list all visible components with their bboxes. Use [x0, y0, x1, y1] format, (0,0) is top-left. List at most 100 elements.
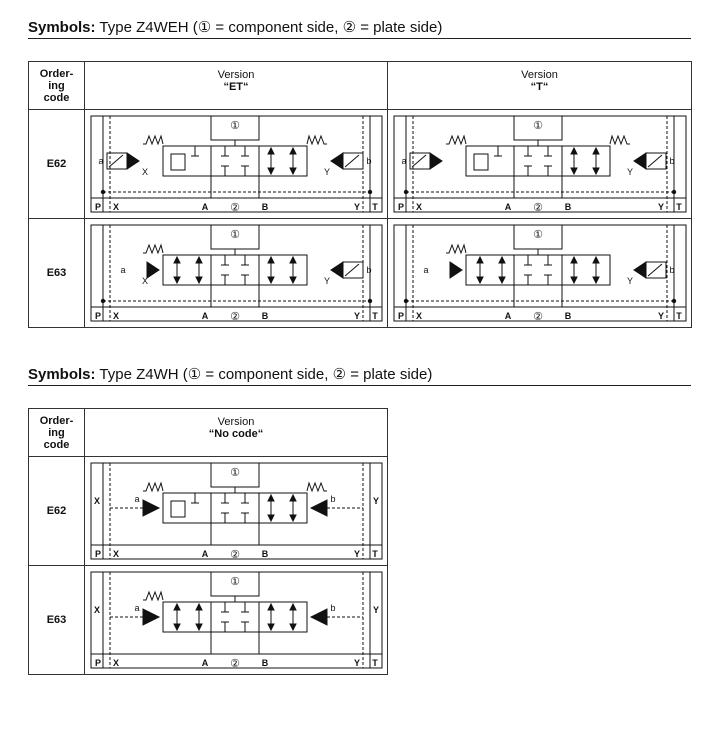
section1-circle2: ② — [342, 19, 357, 36]
version-header-et: Version “ET“ — [84, 61, 388, 110]
spring-symbol — [143, 590, 164, 602]
valve-envelope-left — [162, 492, 212, 524]
section1-label: Symbols: — [28, 19, 96, 36]
valve-envelope-center — [210, 145, 260, 177]
section1-text: Type Z4WEH ( — [99, 19, 198, 36]
hydraulic-pilot-left — [142, 608, 161, 626]
flow-arrow-head — [173, 623, 181, 632]
port-label-b: B — [262, 311, 269, 321]
component-side-marker: ① — [533, 120, 543, 132]
port-label-a: A — [202, 549, 209, 559]
valve-envelope-right — [258, 601, 308, 633]
flow-arrow-head — [289, 146, 297, 155]
spring-symbol — [446, 243, 467, 255]
row-code-e62: E62 — [28, 109, 85, 219]
valve-envelope-left — [162, 145, 212, 177]
actuator-label-a: a — [401, 156, 406, 166]
port-label-p: P — [95, 311, 101, 321]
pilot-label-y: Y — [627, 167, 633, 177]
valve-envelope-left — [465, 145, 515, 177]
pilot-label-y: Y — [373, 496, 379, 506]
port-label-t: T — [372, 311, 378, 321]
port-label-b: B — [262, 549, 269, 559]
flow-arrow-head — [498, 276, 506, 285]
port-label-t: T — [372, 549, 378, 559]
flow-arrow-head — [570, 146, 578, 155]
valve-envelope-right — [258, 492, 308, 524]
port-label-x: X — [416, 311, 422, 321]
actuator-label-b: b — [330, 603, 335, 613]
valve-envelope-left — [162, 601, 212, 633]
component-side-marker: ① — [230, 467, 240, 479]
ordering-code-header: Order- ing code — [28, 61, 85, 110]
pilot-label-y: Y — [627, 276, 633, 286]
actuator-label-b: b — [669, 156, 674, 166]
blocked-symbol — [170, 153, 186, 171]
port-label-a: A — [202, 311, 209, 321]
flow-arrow-head — [267, 623, 275, 632]
pilot-label-x: X — [142, 276, 148, 286]
flow-arrow-head — [289, 602, 297, 611]
section1-mid: = component side, — [211, 19, 343, 36]
spring-symbol — [143, 243, 164, 255]
flow-arrow-head — [289, 623, 297, 632]
plate-side-marker: ② — [533, 202, 543, 214]
flow-arrow-head — [570, 276, 578, 285]
flow-arrow-head — [289, 276, 297, 285]
port-label-t: T — [372, 202, 378, 212]
spring-symbol — [306, 481, 327, 493]
pilot-label-x: X — [94, 496, 100, 506]
component-side-marker: ① — [230, 229, 240, 241]
actuator-label-a: a — [98, 156, 103, 166]
port-label-y: Y — [354, 549, 360, 559]
section1-end: = plate side) — [356, 19, 443, 36]
valve-envelope-left — [465, 254, 515, 286]
flow-arrow-head — [592, 167, 600, 176]
actuator-label-a: a — [423, 265, 428, 275]
solenoid-arrow-left — [429, 152, 443, 170]
flow-arrow-head — [570, 167, 578, 176]
pilot-label-x: X — [142, 167, 148, 177]
solenoid-diag — [647, 154, 663, 168]
solenoid-arrow-left — [126, 152, 140, 170]
valve-envelope-right — [258, 254, 308, 286]
solenoid-diag — [411, 154, 427, 168]
section2-end: = plate side) — [346, 366, 433, 383]
actuator-label-b: b — [330, 494, 335, 504]
port-label-p: P — [95, 549, 101, 559]
flow-arrow-head — [267, 514, 275, 523]
flow-arrow-head — [289, 493, 297, 502]
valve-envelope-center — [210, 492, 260, 524]
valve-envelope-center — [210, 254, 260, 286]
port-label-a: A — [202, 202, 209, 212]
component-side-marker: ① — [533, 229, 543, 241]
valve-envelope-left — [162, 254, 212, 286]
valve-envelope-right — [561, 145, 611, 177]
flow-arrow-head — [195, 623, 203, 632]
spring-symbol — [609, 134, 630, 146]
port-label-x: X — [113, 202, 119, 212]
version-header-t: Version “T“ — [387, 61, 692, 110]
plate-side-marker: ② — [230, 202, 240, 214]
hydraulic-pilot-right — [309, 499, 328, 517]
flow-arrow-head — [476, 276, 484, 285]
section2-circle2: ② — [332, 366, 347, 383]
port-label-y: Y — [658, 311, 664, 321]
port-label-x: X — [113, 658, 119, 668]
section2-circle1: ① — [187, 366, 202, 383]
port-label-y: Y — [354, 311, 360, 321]
port-label-p: P — [95, 202, 101, 212]
port-label-y: Y — [658, 202, 664, 212]
actuator-label-a: a — [134, 603, 139, 613]
flow-arrow-head — [267, 146, 275, 155]
solenoid-arrow-right — [330, 261, 344, 279]
blocked-symbol — [170, 500, 186, 518]
port-label-y: Y — [354, 202, 360, 212]
pilot-label-x: X — [94, 605, 100, 615]
spring-symbol — [143, 134, 164, 146]
